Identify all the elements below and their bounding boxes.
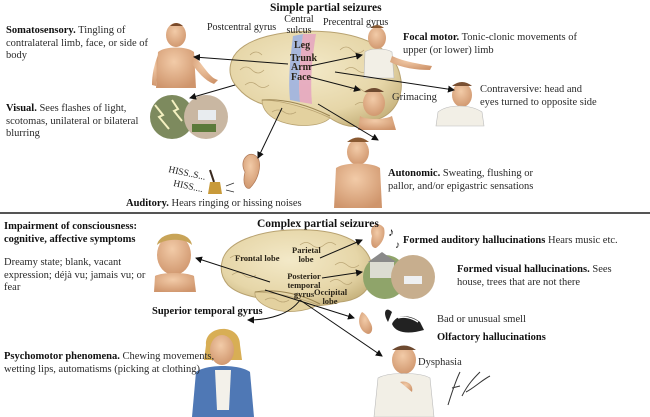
autonomic-description: Autonomic. Sweating, flushing or pallor,… bbox=[388, 168, 534, 192]
visual-scene-circles bbox=[150, 95, 228, 139]
svg-text:♪: ♪ bbox=[395, 240, 400, 251]
brain-bottom bbox=[220, 229, 373, 312]
pointer-arrows bbox=[189, 52, 455, 357]
section-divider bbox=[0, 212, 650, 214]
label-occipital-lobe: Occipital lobe bbox=[314, 287, 348, 306]
ear-and-bell bbox=[208, 153, 260, 194]
formed-auditory-heading: Formed auditory hallucinations bbox=[403, 235, 546, 246]
olfactory-heading: Olfactory hallucinations bbox=[437, 332, 546, 343]
formed-visual-description: Formed visual hallucinations. Sees house… bbox=[457, 264, 612, 288]
figure-dreamy-man bbox=[154, 233, 196, 292]
dreamy-state-description: Dreamy state; blank, vacant expression; … bbox=[4, 257, 146, 293]
simple-partial-title: Simple partial seizures bbox=[270, 2, 382, 14]
psychomotor-description: Psychomotor phenomena. Chewing movements… bbox=[4, 351, 215, 375]
auditory-description: Auditory. Hears ringing or hissing noise… bbox=[126, 198, 302, 209]
focal-motor-heading: Focal motor. bbox=[403, 32, 460, 43]
grimacing-label: Grimacing bbox=[392, 92, 437, 103]
nose-and-skunk bbox=[359, 309, 424, 334]
label-precentral-gyrus: Precentral gyrus bbox=[323, 17, 389, 28]
label-superior-temporal-gyrus: Superior temporal gyrus bbox=[152, 306, 263, 317]
ear-with-music-notes: ♪ ♪ bbox=[371, 224, 400, 251]
figure-autonomic-man bbox=[334, 137, 382, 208]
dysphasia-label: Dysphasia bbox=[418, 357, 462, 368]
visual-description: Visual. Sees flashes of light, scotomas,… bbox=[6, 103, 139, 139]
figure-contraversive-man bbox=[435, 82, 485, 127]
label-posterior-temporal-gyrus: Posterior temporal gyrus bbox=[287, 271, 321, 299]
somatosensory-description: Somatosensory. Tingling of contralateral… bbox=[6, 25, 148, 61]
label-trunk: Trunk bbox=[290, 53, 318, 64]
autonomic-heading: Autonomic. bbox=[388, 168, 441, 179]
formed-visual-heading: Formed visual hallucinations. bbox=[457, 264, 590, 275]
figure-somatosensory-man bbox=[152, 23, 218, 88]
label-postcentral-gyrus: Postcentral gyrus bbox=[207, 22, 277, 33]
svg-text:♪: ♪ bbox=[388, 225, 394, 239]
label-central-sulcus: Central sulcus bbox=[284, 14, 314, 36]
somatosensory-heading: Somatosensory. bbox=[6, 25, 76, 36]
auditory-heading: Auditory. bbox=[126, 198, 169, 209]
figure-dysphasia-man bbox=[373, 345, 435, 417]
psychomotor-heading: Psychomotor phenomena. bbox=[4, 351, 120, 362]
label-leg: Leg bbox=[294, 40, 311, 51]
label-face: Face bbox=[291, 72, 311, 83]
label-parietal-lobe: Parietal lobe bbox=[292, 245, 321, 264]
label-arm: Arm bbox=[291, 62, 311, 73]
formed-auditory-description: Formed auditory hallucinations Hears mus… bbox=[403, 235, 618, 246]
figure-grimacing-man bbox=[358, 88, 396, 130]
complex-partial-title: Complex partial seizures bbox=[257, 218, 379, 230]
house-scene-circles bbox=[363, 252, 435, 299]
figure-focal-motor-man bbox=[363, 25, 432, 79]
figure-psychomotor-woman bbox=[192, 328, 254, 417]
netter-signature bbox=[447, 371, 491, 406]
focal-motor-description: Focal motor. Tonic-clonic movements of u… bbox=[403, 32, 577, 56]
bad-smell-label: Bad or unusual smell bbox=[437, 314, 526, 325]
contraversive-description: Contraversive: head and eyes turned to o… bbox=[480, 84, 597, 108]
impairment-heading: Impairment of consciousness: cognitive, … bbox=[4, 221, 137, 245]
visual-heading: Visual. bbox=[6, 103, 37, 114]
label-frontal-lobe: Frontal lobe bbox=[235, 253, 280, 263]
